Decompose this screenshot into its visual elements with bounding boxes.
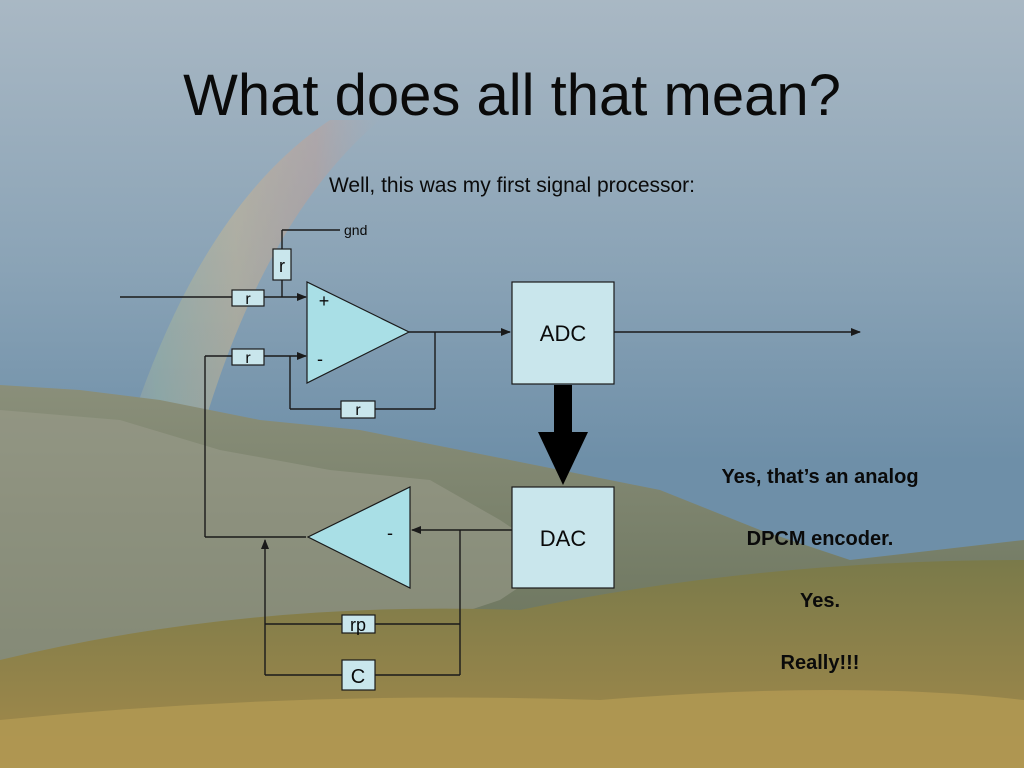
note-line-2: DPCM encoder. [746, 528, 894, 550]
note-line-3: Yes. [799, 590, 841, 612]
opamp-triangle [306, 281, 411, 384]
note-line-4: Really!!! [780, 652, 860, 674]
adc-block [511, 281, 615, 385]
dac-block [511, 486, 615, 589]
capacitor-label: C [351, 666, 365, 688]
slide-title: What does all that mean? [183, 63, 841, 128]
inverter-triangle [306, 486, 411, 589]
input-plus-resistor-label: r [245, 291, 251, 308]
note-line-1: Yes, that’s an analog [721, 466, 919, 488]
feedback-resistor-label: r [355, 402, 361, 419]
capacitor [341, 659, 376, 691]
ground-resistor [272, 248, 292, 281]
opamp-minus-sign: - [317, 349, 323, 369]
rp-resistor-label: rp [350, 615, 366, 635]
input-minus-resistor [231, 348, 265, 366]
dac-label: DAC [540, 526, 587, 551]
feedback-resistor [340, 400, 376, 419]
opamp-plus-sign: + [319, 291, 330, 311]
ground-resistor-label: r [279, 256, 285, 276]
adc-to-dac-arrow [538, 385, 588, 485]
rp-resistor [341, 614, 376, 634]
input-minus-resistor-label: r [245, 350, 251, 367]
slide-subtitle: Well, this was my first signal processor… [328, 174, 696, 197]
inverter-minus-sign: - [387, 523, 393, 543]
gnd-label: gnd [344, 222, 367, 238]
adc-label: ADC [540, 321, 587, 346]
input-plus-resistor [231, 289, 265, 307]
